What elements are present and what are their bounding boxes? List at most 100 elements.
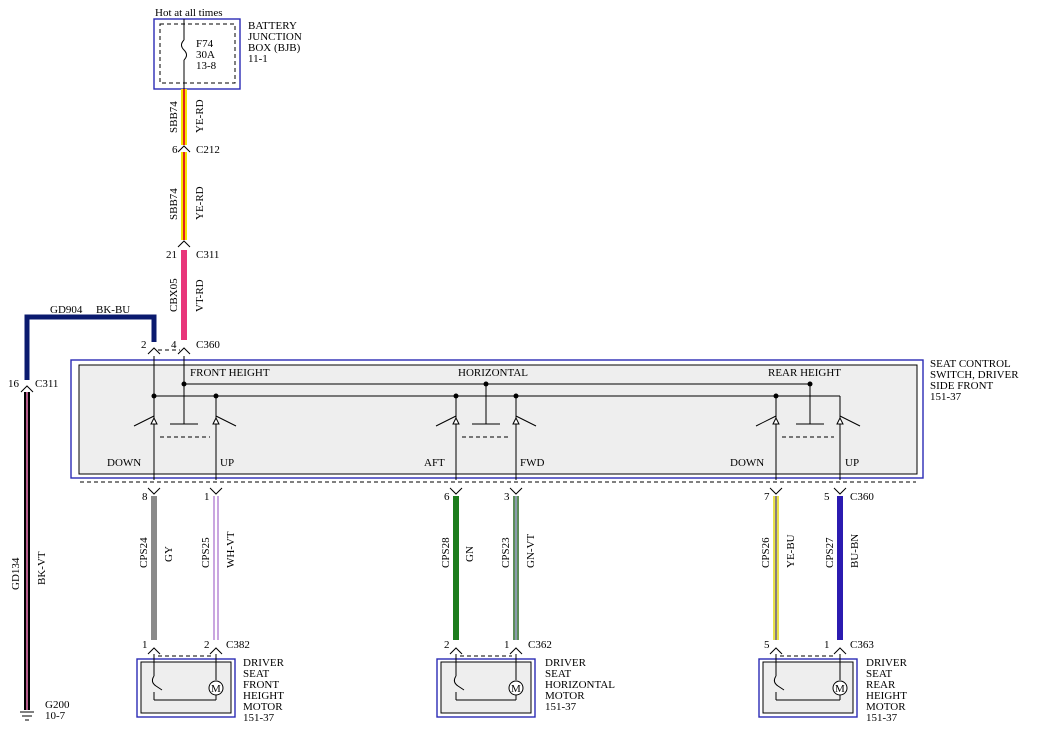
m2-limit-switch-icon <box>453 675 465 691</box>
c360-bottom-label: C360 <box>850 491 874 503</box>
wire-sbb74-a-circuit: SBB74 <box>168 101 180 133</box>
switch-box-outer <box>70 359 924 479</box>
switch-title-1: SEAT CONTROL <box>930 358 1011 370</box>
svg-text:MOTOR: MOTOR <box>243 701 283 713</box>
out-pin-2: 1 <box>204 491 210 503</box>
m3-pin-a: 5 <box>764 639 770 651</box>
svg-text:DRIVER: DRIVER <box>243 657 285 669</box>
svg-text:HEIGHT: HEIGHT <box>243 690 284 702</box>
label-up-rear: UP <box>845 457 859 469</box>
switch-title-3: SIDE FRONT <box>930 380 994 392</box>
m3-limit-switch-icon <box>773 675 785 691</box>
connector-c311-arrow-icon <box>177 240 191 248</box>
m1-pin-b: 2 <box>204 639 210 651</box>
switch-rear-height <box>755 384 861 480</box>
ground-icon <box>20 711 34 721</box>
wire-cps28 <box>453 496 459 640</box>
m1-conn: C382 <box>226 639 250 651</box>
svg-text:MOTOR: MOTOR <box>866 701 906 713</box>
bjb-label-3: BOX (BJB) <box>248 42 301 54</box>
fuse-symbol-icon <box>181 39 187 61</box>
c311-pin: 21 <box>166 249 177 261</box>
wire-cbx05-color: VT-RD <box>194 279 206 312</box>
svg-text:SEAT: SEAT <box>866 668 893 680</box>
switch-front-height <box>133 384 237 480</box>
cps26-circuit: CPS26 <box>760 537 772 568</box>
wire-sbb74-b-color: YE-RD <box>194 186 206 220</box>
label-aft: AFT <box>424 457 445 469</box>
label-down-rear: DOWN <box>730 457 764 469</box>
c311-left-pin: 16 <box>8 378 20 390</box>
c311-left-arrow-icon <box>20 385 34 393</box>
svg-text:REAR: REAR <box>866 679 896 691</box>
cps28-color: GN <box>464 546 476 562</box>
svg-text:HORIZONTAL: HORIZONTAL <box>545 679 615 691</box>
wire-cbx05-circuit: CBX05 <box>168 278 180 312</box>
svg-text:151-37: 151-37 <box>866 712 898 724</box>
wire-gd904 <box>24 314 157 380</box>
svg-text:MOTOR: MOTOR <box>545 690 585 702</box>
fuse-id: F74 <box>196 38 214 50</box>
bjb-inner-dashed <box>159 23 236 84</box>
label-rear-height: REAR HEIGHT <box>768 367 841 379</box>
out-pin-4: 3 <box>504 491 510 503</box>
switch-horizontal <box>435 384 537 480</box>
c212-pin: 6 <box>172 144 178 156</box>
svg-text:DRIVER: DRIVER <box>545 657 587 669</box>
svg-text:M: M <box>511 683 521 695</box>
c311-label: C311 <box>196 249 219 261</box>
out-pin-3: 6 <box>444 491 450 503</box>
wire-cbx05 <box>181 250 187 340</box>
out-pin-5: 7 <box>764 491 770 503</box>
label-fwd: FWD <box>520 457 545 469</box>
cps25-circuit: CPS25 <box>200 537 212 568</box>
m2-conn: C362 <box>528 639 552 651</box>
fuse-rating: 30A <box>196 49 215 61</box>
svg-text:DRIVER: DRIVER <box>866 657 908 669</box>
bjb-label-2: JUNCTION <box>248 31 302 43</box>
motor-rear-height: 5 1 C363 M DRIVER SEAT REAR HEIGHT MOTOR… <box>758 639 908 724</box>
cps25-color: WH-VT <box>225 531 237 568</box>
gd904-circuit: GD904 <box>50 304 83 316</box>
cps27-color: BU-BN <box>849 534 861 568</box>
c360-pin2-arrow-icon <box>147 347 161 355</box>
m3-pin-b: 1 <box>824 639 830 651</box>
ground-id: G200 <box>45 699 70 711</box>
c360-pin-4: 4 <box>171 339 177 351</box>
wire-cps27 <box>837 496 843 640</box>
cps26-color: YE-BU <box>785 534 797 568</box>
cps27-circuit: CPS27 <box>824 537 836 568</box>
gd134-circuit: GD134 <box>10 557 22 590</box>
cps24-color: GY <box>163 546 175 562</box>
svg-text:151-37: 151-37 <box>243 712 275 724</box>
m1-limit-switch-icon <box>151 675 163 691</box>
svg-text:HEIGHT: HEIGHT <box>866 690 907 702</box>
fuse-ref: 13-8 <box>196 60 217 72</box>
c360-top-label: C360 <box>196 339 220 351</box>
gd904-color: BK-BU <box>96 304 130 316</box>
svg-text:151-37: 151-37 <box>545 701 577 713</box>
out-pin-6: 5 <box>824 491 830 503</box>
svg-text:SEAT: SEAT <box>545 668 572 680</box>
cps23-circuit: CPS23 <box>500 537 512 568</box>
label-horizontal: HORIZONTAL <box>458 367 528 379</box>
hot-at-all-times-label: Hot at all times <box>155 7 223 19</box>
m2-pin-a: 2 <box>444 639 450 651</box>
c360-pin4-arrow-icon <box>177 347 191 355</box>
svg-text:FRONT: FRONT <box>243 679 279 691</box>
switch-box-inner <box>78 364 918 475</box>
wire-sbb74-b-circuit: SBB74 <box>168 188 180 220</box>
svg-text:M: M <box>211 683 221 695</box>
c360-pin-2: 2 <box>141 339 147 351</box>
label-front-height: FRONT HEIGHT <box>190 367 270 379</box>
switch-title-2: SWITCH, DRIVER <box>930 369 1019 381</box>
gd134-color: BK-VT <box>36 551 48 585</box>
m2-pin-b: 1 <box>504 639 510 651</box>
switch-title-ref: 151-37 <box>930 391 962 403</box>
out-pin-1: 8 <box>142 491 148 503</box>
wire-sbb74-a-color: YE-RD <box>194 99 206 133</box>
m3-conn: C363 <box>850 639 874 651</box>
c212-label: C212 <box>196 144 220 156</box>
cps24-circuit: CPS24 <box>138 537 150 568</box>
